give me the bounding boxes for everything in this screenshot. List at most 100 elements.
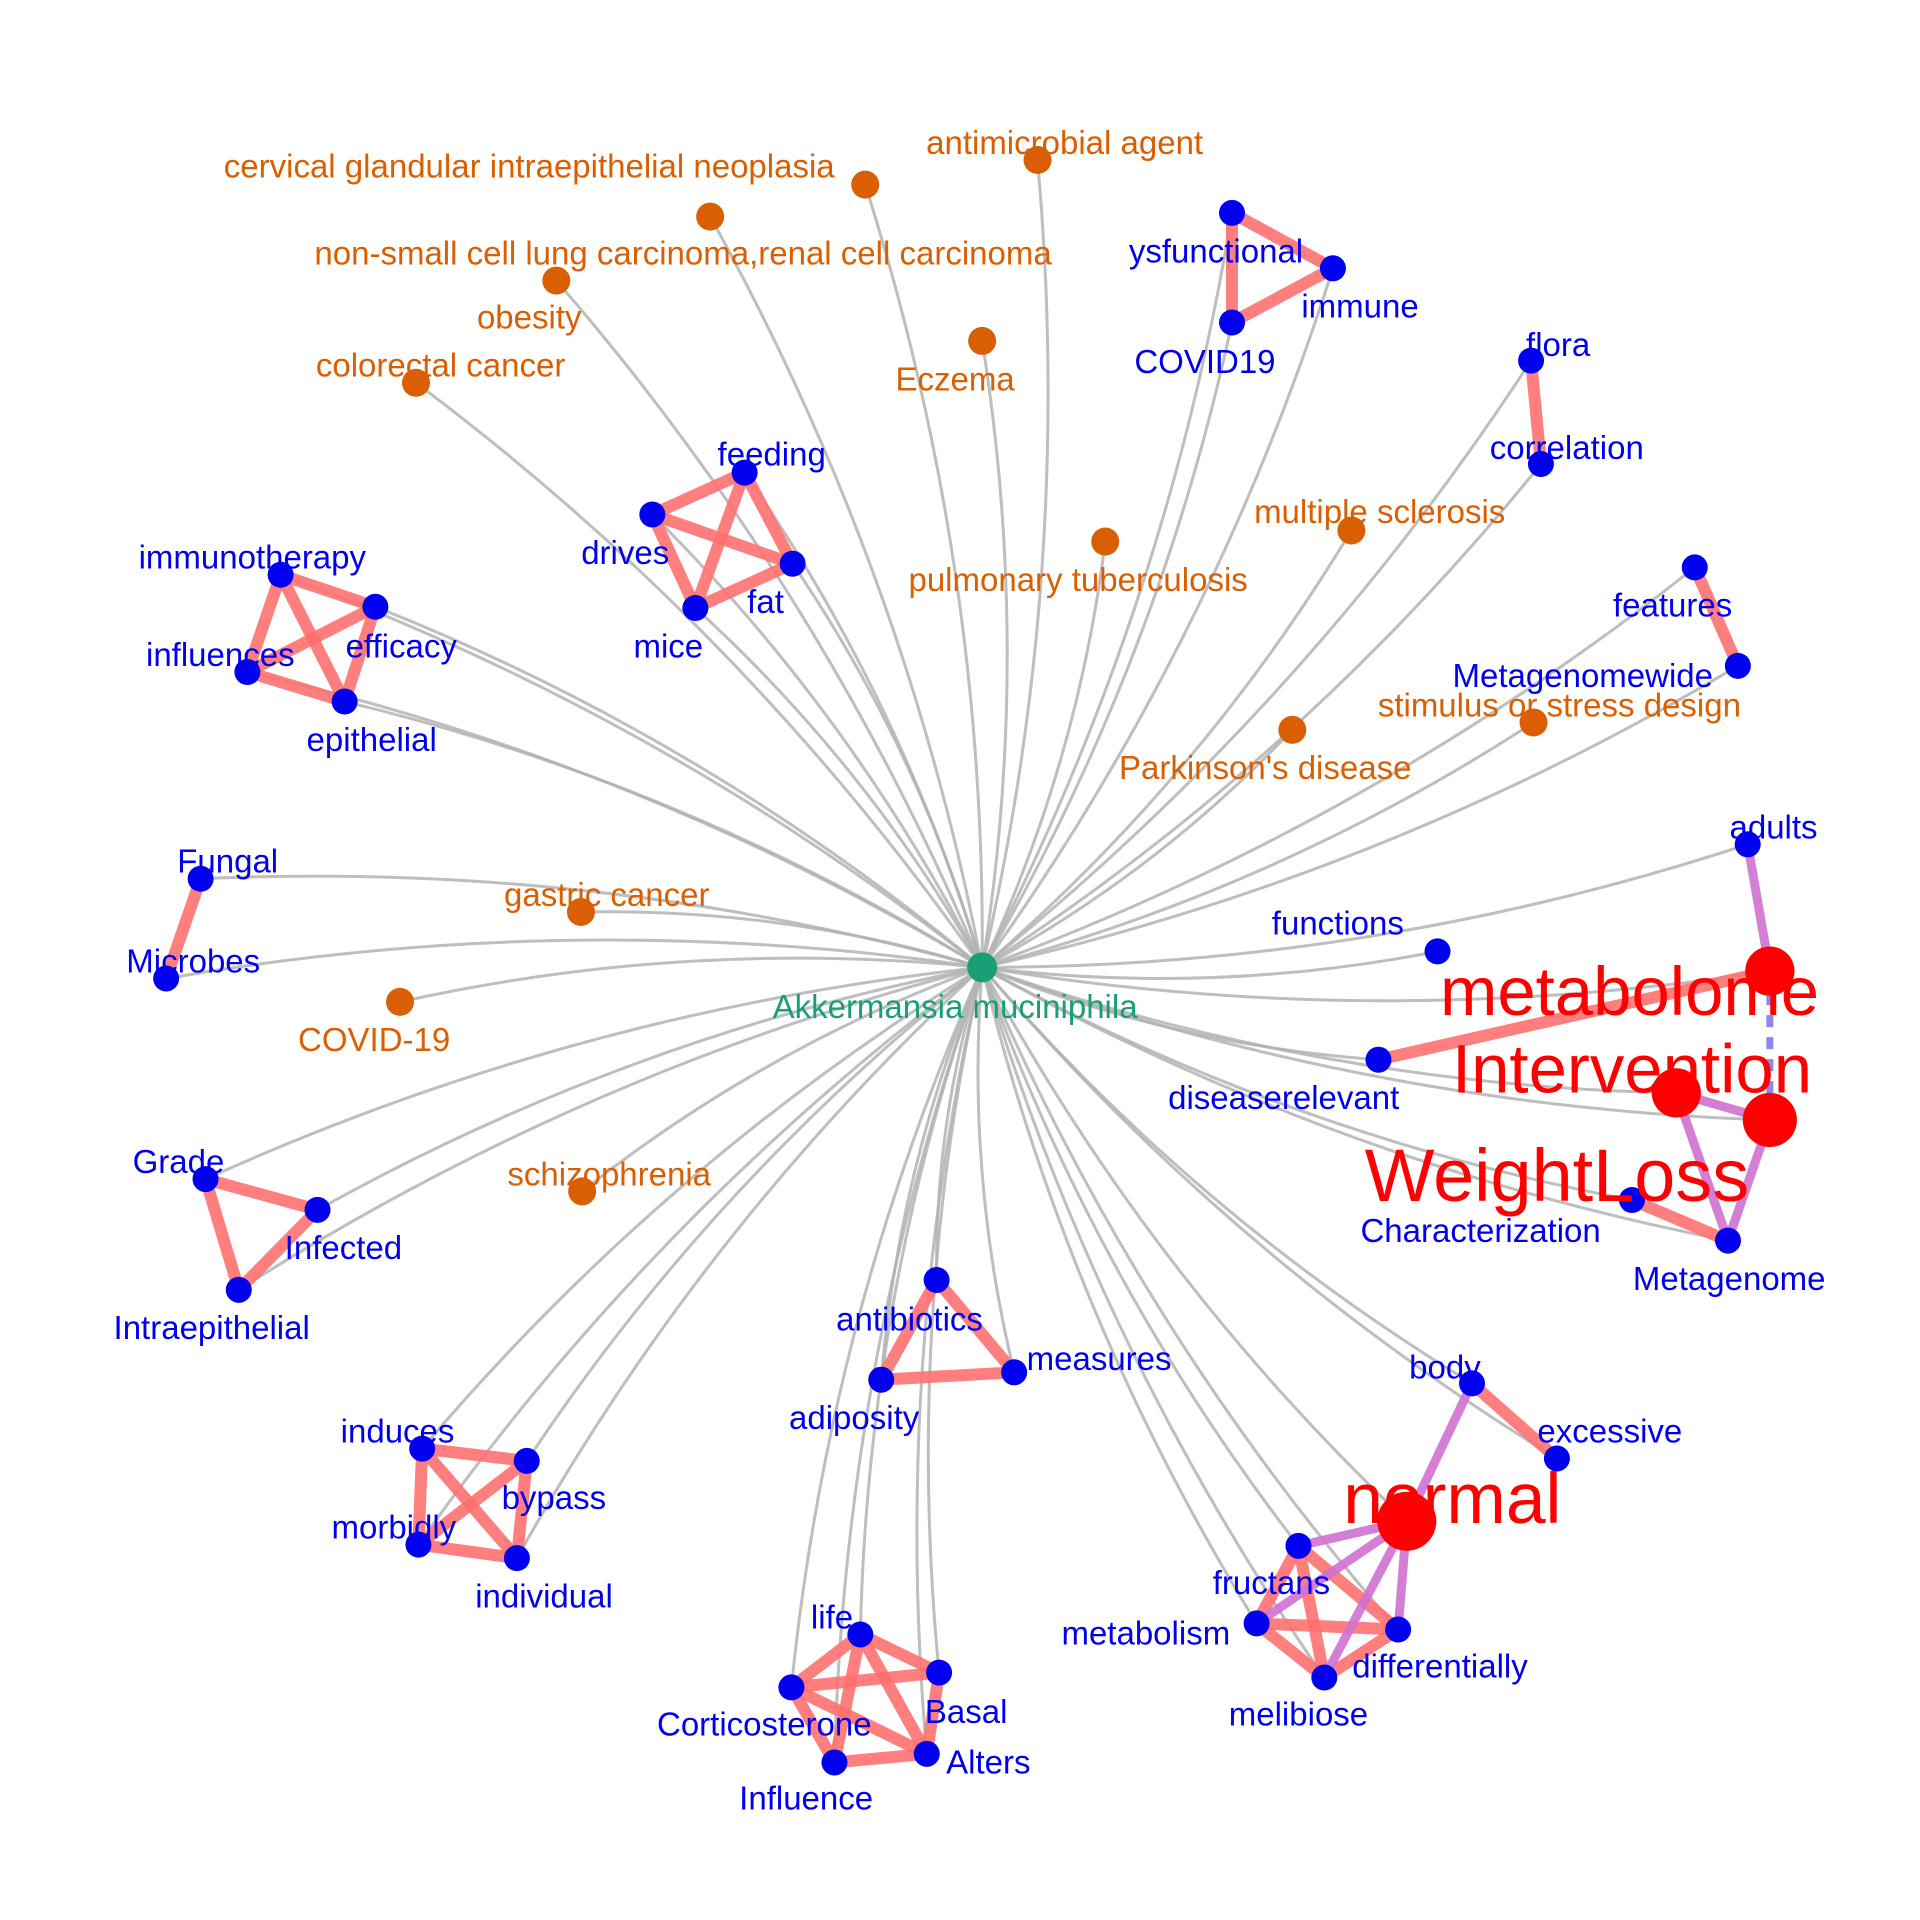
label-fat: fat bbox=[747, 583, 784, 620]
node-intraepithelial[interactable] bbox=[225, 1276, 252, 1303]
node-melibiose[interactable] bbox=[1311, 1664, 1338, 1691]
node-dysfunctional[interactable] bbox=[1219, 199, 1245, 226]
node-gastric[interactable] bbox=[566, 898, 595, 926]
node-weightloss[interactable] bbox=[1742, 1092, 1797, 1148]
spoke-edge-immunotherapy bbox=[280, 573, 984, 969]
node-antimicrobial[interactable] bbox=[1023, 146, 1052, 174]
label-induces: induces bbox=[341, 1413, 455, 1450]
edge-fructans-metabolism bbox=[1250, 1539, 1305, 1630]
node-features[interactable] bbox=[1681, 554, 1708, 581]
node-mice[interactable] bbox=[682, 595, 709, 621]
node-pd[interactable] bbox=[1278, 715, 1307, 744]
node-eczema[interactable] bbox=[968, 326, 997, 355]
node-ms[interactable] bbox=[1337, 516, 1366, 545]
center-node-label: Akkermansia muciniphila bbox=[773, 988, 1139, 1025]
node-normal[interactable] bbox=[1377, 1491, 1437, 1551]
node-differentially[interactable] bbox=[1385, 1616, 1412, 1643]
spoke-edge-microbes bbox=[165, 938, 983, 980]
spoke-edge-crc bbox=[415, 381, 984, 969]
node-individual[interactable] bbox=[503, 1545, 530, 1572]
node-diseaserelevant[interactable] bbox=[1365, 1046, 1392, 1073]
node-functions[interactable] bbox=[1424, 938, 1451, 965]
node-excessive[interactable] bbox=[1543, 1445, 1570, 1472]
node-obesity[interactable] bbox=[542, 266, 571, 295]
label-covid19d: COVID-19 bbox=[298, 1021, 450, 1058]
edge-immunotherapy-influences bbox=[241, 568, 287, 678]
node-characterization[interactable] bbox=[1619, 1187, 1645, 1213]
node-measures[interactable] bbox=[1001, 1359, 1028, 1386]
edge-normal-metabolism bbox=[1252, 1516, 1412, 1628]
node-drives[interactable] bbox=[639, 501, 666, 528]
node-infected[interactable] bbox=[304, 1196, 331, 1223]
node-body[interactable] bbox=[1459, 1370, 1485, 1397]
node-antibiotics[interactable] bbox=[923, 1267, 950, 1293]
spoke-edge-intraepithelial bbox=[237, 965, 983, 1292]
node-center[interactable] bbox=[967, 952, 998, 983]
spoke-edge-epithelial bbox=[344, 700, 983, 969]
label-features: features bbox=[1613, 587, 1732, 624]
cluster-edges bbox=[160, 206, 1776, 1769]
spoke-edge-antimicrobial bbox=[980, 159, 1050, 968]
node-fructans[interactable] bbox=[1285, 1532, 1312, 1559]
spoke-edge-adiposity bbox=[879, 966, 984, 1380]
node-schizo[interactable] bbox=[568, 1177, 597, 1206]
edge-fungal-microbes bbox=[160, 872, 207, 985]
edge-life-alters bbox=[854, 1628, 933, 1760]
spoke-edge-cgin bbox=[863, 184, 984, 968]
spoke-edges bbox=[165, 159, 1771, 1763]
node-grade[interactable] bbox=[192, 1166, 219, 1193]
node-morbidly[interactable] bbox=[405, 1531, 432, 1558]
node-intervention[interactable] bbox=[1651, 1068, 1701, 1118]
node-covid19d[interactable] bbox=[386, 987, 414, 1016]
node-correlation[interactable] bbox=[1527, 451, 1554, 477]
node-epithelial[interactable] bbox=[331, 688, 358, 715]
node-adiposity[interactable] bbox=[868, 1366, 895, 1393]
node-adults[interactable] bbox=[1734, 831, 1761, 858]
node-fungal[interactable] bbox=[187, 865, 214, 892]
node-feeding[interactable] bbox=[731, 459, 758, 486]
node-microbes[interactable] bbox=[153, 965, 180, 992]
node-metagenomewide[interactable] bbox=[1724, 652, 1751, 679]
label-diseaserelevant: diseaserelevant bbox=[1168, 1079, 1399, 1116]
node-flora[interactable] bbox=[1518, 347, 1545, 374]
nodes bbox=[153, 146, 1797, 1776]
label-metabolome: metabolome bbox=[1440, 953, 1819, 1030]
spoke-edge-antibiotics bbox=[935, 966, 984, 1281]
edge-feeding-fat bbox=[738, 466, 799, 570]
edge-efficacy-influences bbox=[241, 600, 382, 678]
spoke-edge-fructans bbox=[980, 966, 1300, 1547]
label-adults: adults bbox=[1730, 808, 1818, 845]
edge-differentially-melibiose bbox=[1318, 1623, 1405, 1684]
node-immunotherapy[interactable] bbox=[267, 561, 294, 588]
edge-bypass-individual bbox=[510, 1454, 533, 1565]
node-efficacy[interactable] bbox=[362, 593, 389, 620]
node-life[interactable] bbox=[847, 1621, 874, 1648]
node-bypass[interactable] bbox=[513, 1447, 540, 1474]
node-nsclc[interactable] bbox=[696, 202, 725, 231]
node-alters[interactable] bbox=[913, 1740, 940, 1767]
node-ptb[interactable] bbox=[1091, 527, 1120, 556]
edge-bypass-morbidly bbox=[412, 1454, 533, 1551]
label-gastric: gastric cancer bbox=[504, 876, 709, 913]
node-metabolome[interactable] bbox=[1745, 946, 1795, 996]
node-corticosterone[interactable] bbox=[778, 1674, 805, 1701]
node-basal[interactable] bbox=[926, 1659, 953, 1686]
node-induces[interactable] bbox=[409, 1435, 436, 1462]
edge-induces-bypass bbox=[416, 1442, 533, 1467]
node-influence[interactable] bbox=[821, 1749, 848, 1776]
node-cgin[interactable] bbox=[851, 170, 880, 199]
node-immune[interactable] bbox=[1319, 255, 1346, 282]
label-influences: influences bbox=[146, 636, 295, 673]
label-ptb: pulmonary tuberculosis bbox=[908, 561, 1247, 598]
node-crc[interactable] bbox=[402, 368, 430, 397]
node-metagenome[interactable] bbox=[1715, 1227, 1741, 1254]
node-metabolism[interactable] bbox=[1243, 1610, 1270, 1637]
node-covid19[interactable] bbox=[1219, 309, 1245, 336]
node-stimulus[interactable] bbox=[1519, 708, 1548, 737]
label-individual: individual bbox=[475, 1577, 613, 1614]
node-influences[interactable] bbox=[234, 659, 261, 685]
label-efficacy: efficacy bbox=[346, 627, 458, 664]
node-fat[interactable] bbox=[779, 550, 806, 577]
spoke-edge-eczema bbox=[980, 340, 1009, 968]
label-drives: drives bbox=[581, 534, 669, 571]
